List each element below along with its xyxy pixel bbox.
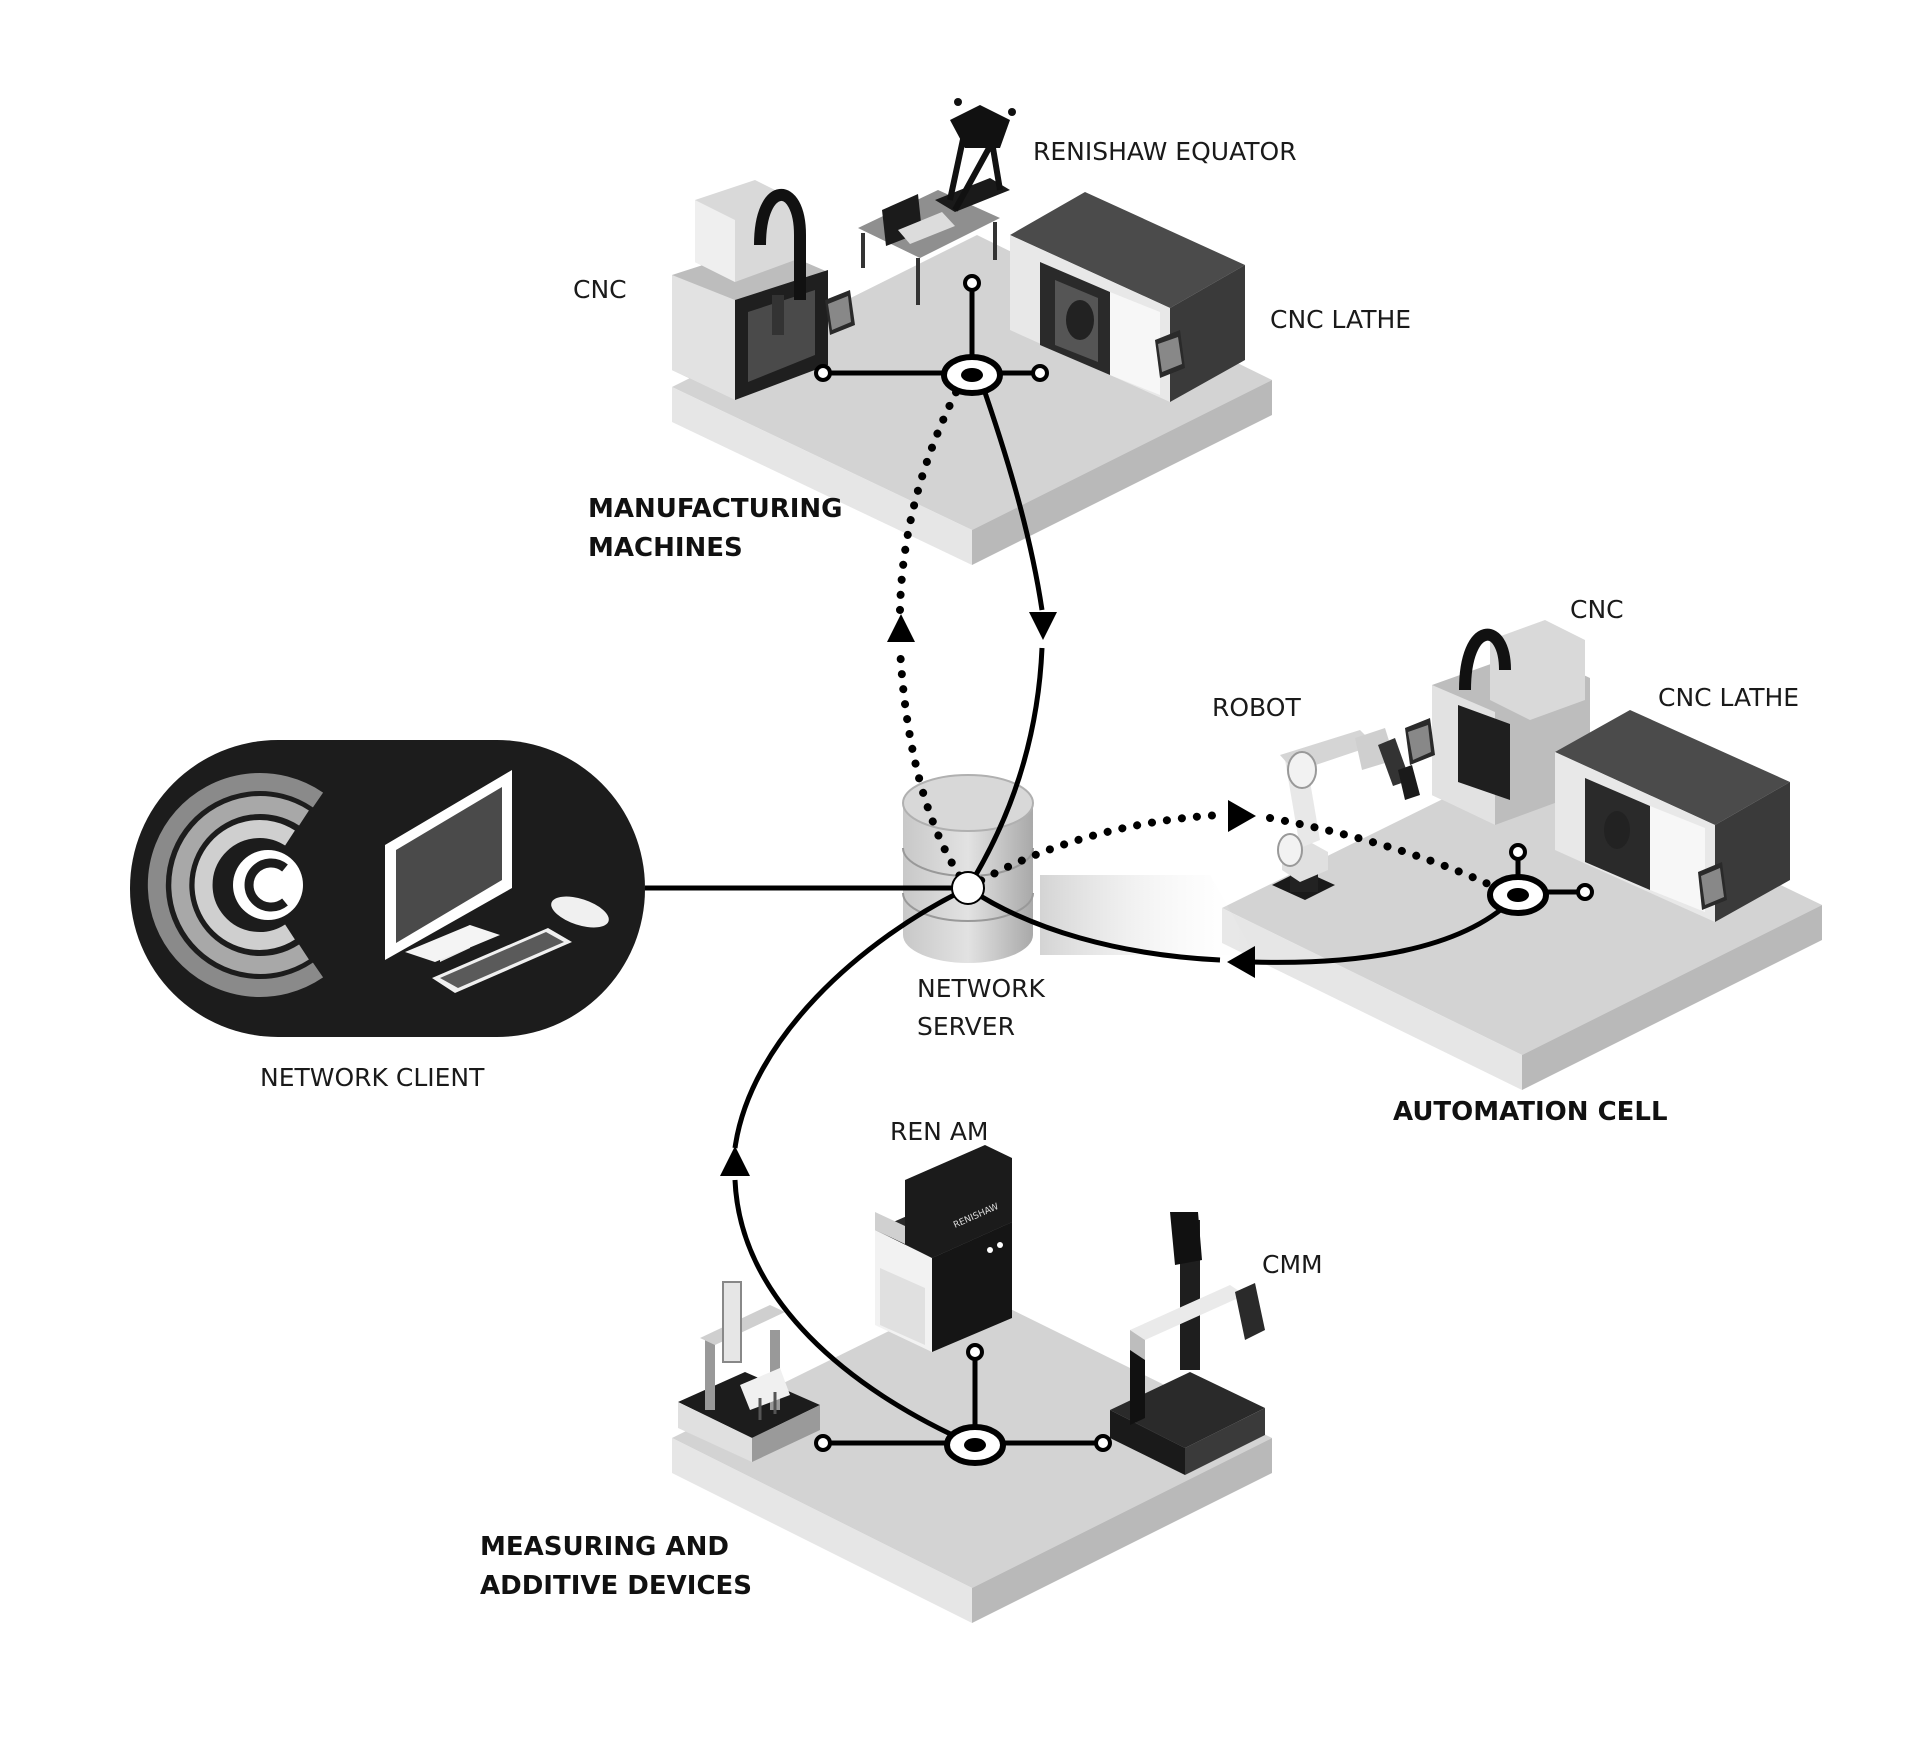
label-cnc-lathe-top: CNC LATHE [1270,305,1412,334]
network-client [130,740,645,1037]
cnc-lathe-right [1555,710,1790,922]
ren-am-machine: RENISHAW [875,1145,1012,1352]
label-cnc-lathe-right: CNC LATHE [1658,683,1800,712]
cnc-machine-top [672,180,855,400]
arrow-left-automation [1227,946,1255,978]
network-hub-icon [1487,843,1594,916]
network-server-icon [902,774,1034,963]
cmm-machine [1110,1212,1265,1475]
cnc-lathe-top [1010,192,1245,402]
network-hub-icon [814,1343,1112,1466]
server-shadow [1040,875,1255,955]
arrowheads [720,612,1256,1176]
arrow-down-top [1029,612,1057,640]
label-network-server-line2: SERVER [917,1011,1015,1041]
renishaw-equator [858,98,1016,305]
label-cmm: CMM [1262,1250,1323,1279]
label-renishaw-equator: RENISHAW EQUATOR [1033,137,1297,166]
arrow-right-robot [1228,800,1256,832]
arrow-up-bottom [720,1146,750,1176]
label-cnc-top: CNC [573,275,627,304]
group-label-manufacturing-line1: MANUFACTURING [588,494,843,524]
label-network-server-line1: NETWORK [917,974,1045,1003]
cnc-machine-right [1405,620,1590,825]
group-label-measuring: MEASURING AND ADDITIVE DEVICES [480,1528,752,1606]
label-network-client: NETWORK CLIENT [260,1063,485,1092]
network-hub-icon [814,274,1049,396]
equator-cmm-small [678,1281,820,1462]
label-network-server: NETWORK SERVER [917,970,1045,1045]
label-ren-am: REN AM [890,1117,989,1146]
group-label-manufacturing: MANUFACTURING MACHINES [588,490,843,568]
server-junction [951,871,985,905]
mouse-icon [551,896,609,928]
monitor-icon [385,770,512,962]
label-robot: ROBOT [1212,693,1301,722]
concentric-c-logo-icon [147,773,324,997]
arrow-up-top [887,614,915,642]
group-label-manufacturing-line2: MACHINES [588,533,743,563]
keyboard-icon [432,928,572,993]
group-label-measuring-line1: MEASURING AND [480,1532,729,1562]
group-label-measuring-line2: ADDITIVE DEVICES [480,1571,753,1601]
robot-arm [1272,728,1420,900]
label-cnc-right: CNC [1570,595,1624,624]
group-label-automation: AUTOMATION CELL [1393,1097,1668,1127]
